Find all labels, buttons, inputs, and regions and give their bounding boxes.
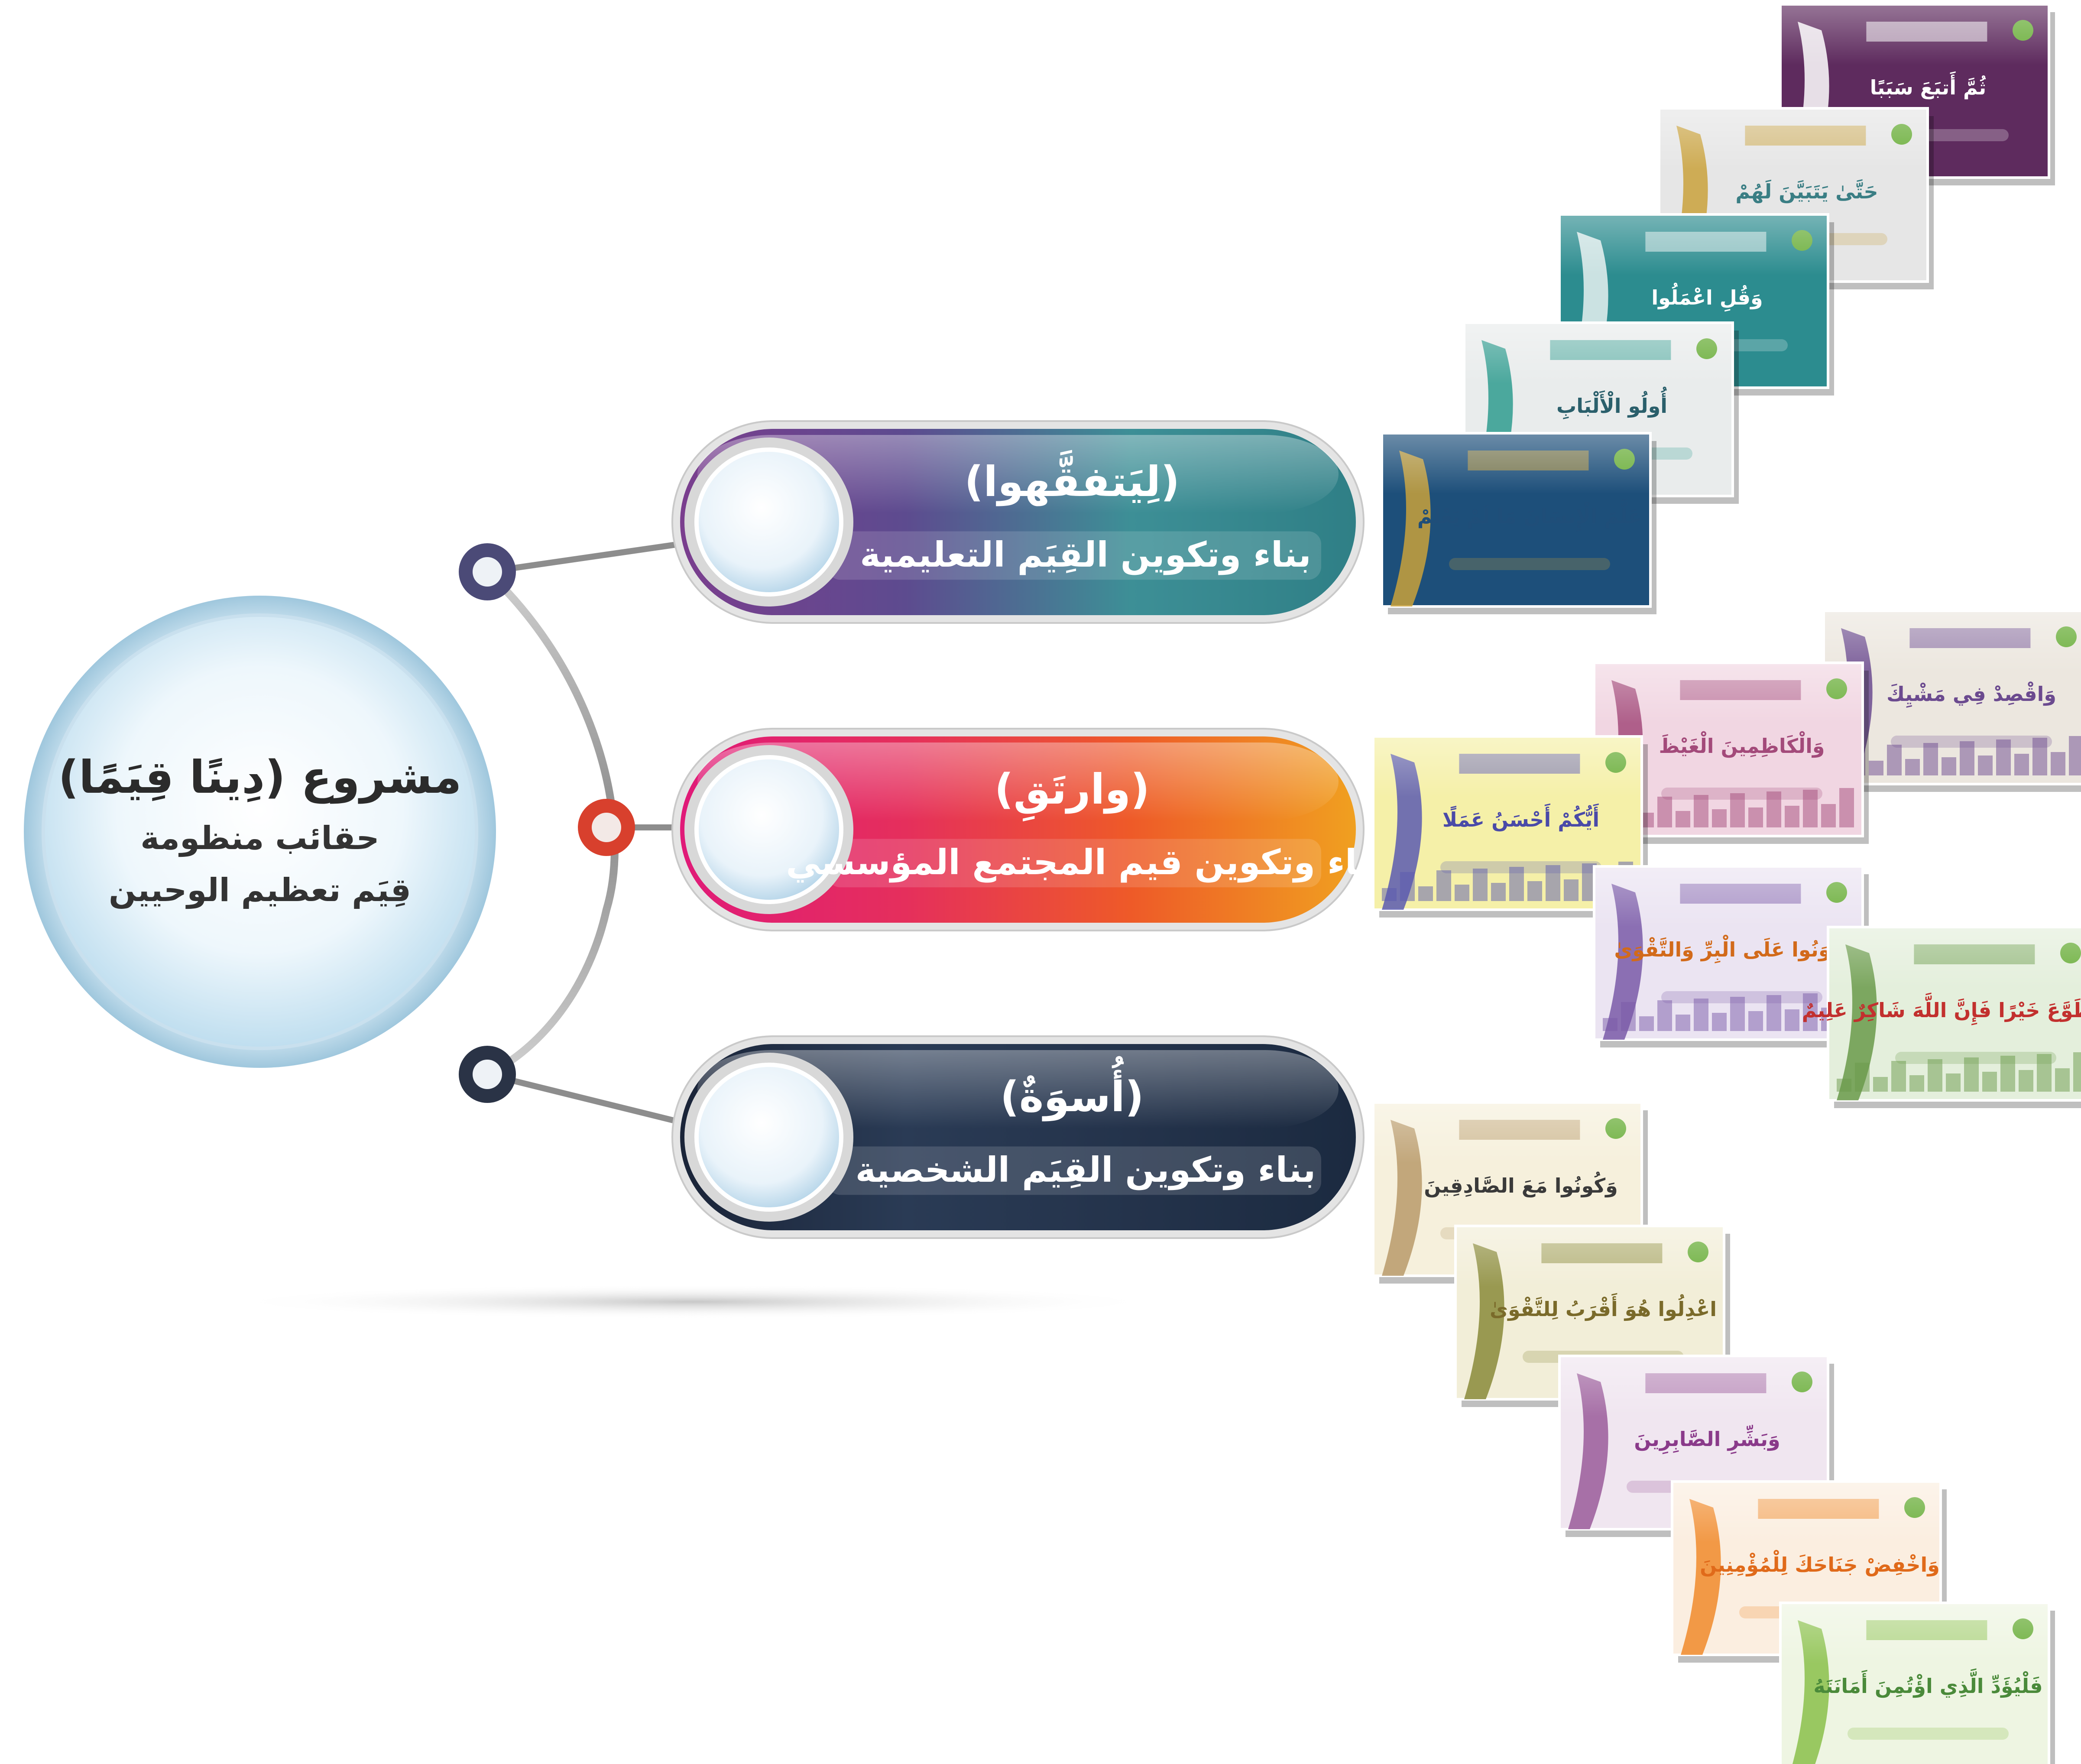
branch-bubble xyxy=(694,1063,843,1212)
branch-institutional[interactable]: (وارتَقِ) بناء وتكوين قيم المجتمع المؤسسي xyxy=(671,728,1385,931)
node-dot-top xyxy=(459,543,516,600)
value-card[interactable]: وَمَن تَطَوَّعَ خَيْرًا فَإِنَّ اللَّهَ … xyxy=(1802,926,2081,1108)
value-card[interactable]: وَتَعَاوَنُوا عَلَى الْبِرِّ وَالتَّقْوَ… xyxy=(1593,865,1870,1047)
card-info-bar xyxy=(1440,861,1601,873)
hub-subtitle-line1: حقائب منظومة xyxy=(140,820,379,857)
branch-title: (لِيَتفقَّهوا) xyxy=(964,450,1180,506)
node-dot-bottom xyxy=(459,1046,516,1103)
value-card[interactable]: وَاخْفِضْ جَنَاحَكَ لِلْمُؤْمِنِينَ xyxy=(1671,1480,1947,1663)
branch-subtitle: بناء وتكوين قيم المجتمع المؤسسي xyxy=(786,842,1385,883)
branch-subtitle: بناء وتكوين القِيَم التعليمية xyxy=(860,535,1311,575)
connector-line-top xyxy=(484,538,700,575)
branch-personal[interactable]: (أُسوَةٌ)بناء وتكوين القِيَم الشخصية xyxy=(671,1035,1365,1239)
skyline-strip xyxy=(1837,1052,2081,1092)
branch-bubble xyxy=(694,755,843,904)
card-title: وَالْكَاظِمِينَ الْغَيْظَ xyxy=(1659,731,1825,758)
card-title: حَتَّىٰ يَتَبَيَّنَ لَهُمْ xyxy=(1735,178,1878,203)
value-card[interactable]: حَتَّىٰ يَتَبَيَّنَ لَهُمْ xyxy=(1658,107,1934,289)
card-title: وَاقْصِدْ فِي مَشْيِكَ xyxy=(1887,682,2056,708)
card-stack-branch-personal: وَكُونُوا مَعَ الصَّادِقِينَ اعْدِلُوا هُ… xyxy=(1372,1101,2055,1764)
card-title: وَقُلِ اعْمَلُوا xyxy=(1651,282,1763,312)
card-stack-branch-educational: ثُمَّ أَتبَعَ سَبَبًا حَتَّىٰ يَتَبَيَّنَ… xyxy=(1381,3,2055,614)
ground-shadow xyxy=(225,1284,1161,1319)
branch-educational[interactable]: (لِيَتفقَّهوا) بناء وتكوين القِيَم التعلي… xyxy=(671,420,1365,624)
hub-subtitle-line2: قِيَم تعظيم الوحيين xyxy=(109,872,411,909)
value-card[interactable]: فَلْيُؤَدِّ الَّذِي اؤْتُمِنَ أَمَانَتَه… xyxy=(1779,1602,2055,1764)
branch-bubble xyxy=(694,447,843,597)
card-info-bar xyxy=(1661,788,1822,800)
hub-title: مشروع (دِينًا قِيَمًا) xyxy=(58,751,461,804)
card-title: اعْدِلُوا هُوَ أَقْرَبُ لِلتَّقْوَىٰ xyxy=(1490,1293,1717,1321)
connector-line-bottom xyxy=(484,1071,700,1129)
card-info-bar xyxy=(1848,1728,2009,1740)
card-info-bar xyxy=(1895,1052,2056,1064)
card-stack-branch-institutional: وَاقْصِدْ فِي مَشْيِكَ وَالْكَاظِمِينَ ال… xyxy=(1372,610,2081,1108)
connector-arc xyxy=(483,568,619,1078)
card-title: ثُمَّ أَتبَعَ سَبَبًا xyxy=(1870,71,1987,99)
card-title: وَاخْفِضْ جَنَاحَكَ لِلْمُؤْمِنِينَ xyxy=(1700,1550,1940,1576)
branch-title: (وارتَقِ) xyxy=(995,765,1150,822)
value-card[interactable]: عَلَّمَ الْإِنسَانَ مَا لَمْ يَعْلَمْ xyxy=(1381,432,1656,614)
card-title: وَكُونُوا مَعَ الصَّادِقِينَ xyxy=(1424,1171,1618,1197)
card-info-bar xyxy=(1661,991,1822,1003)
card-title: وَبَشِّرِ الصَّابِرِينَ xyxy=(1634,1425,1780,1455)
card-info-bar xyxy=(1449,558,1610,570)
branches: (لِيَتفقَّهوا) بناء وتكوين القِيَم التعلي… xyxy=(671,420,1385,1239)
card-info-bar xyxy=(1891,736,2052,748)
card-stacks: ثُمَّ أَتبَعَ سَبَبًا حَتَّىٰ يَتَبَيَّنَ… xyxy=(1372,3,2081,1764)
card-title: أَيُّكُمْ أَحْسَنُ عَمَلًا xyxy=(1442,803,1599,831)
node-dot-middle xyxy=(578,799,635,856)
branch-subtitle: بناء وتكوين القِيَم الشخصية xyxy=(856,1150,1316,1190)
hub-circle: مشروع (دِينًا قِيَمًا) حقائب منظومة قِيَ… xyxy=(24,596,496,1068)
